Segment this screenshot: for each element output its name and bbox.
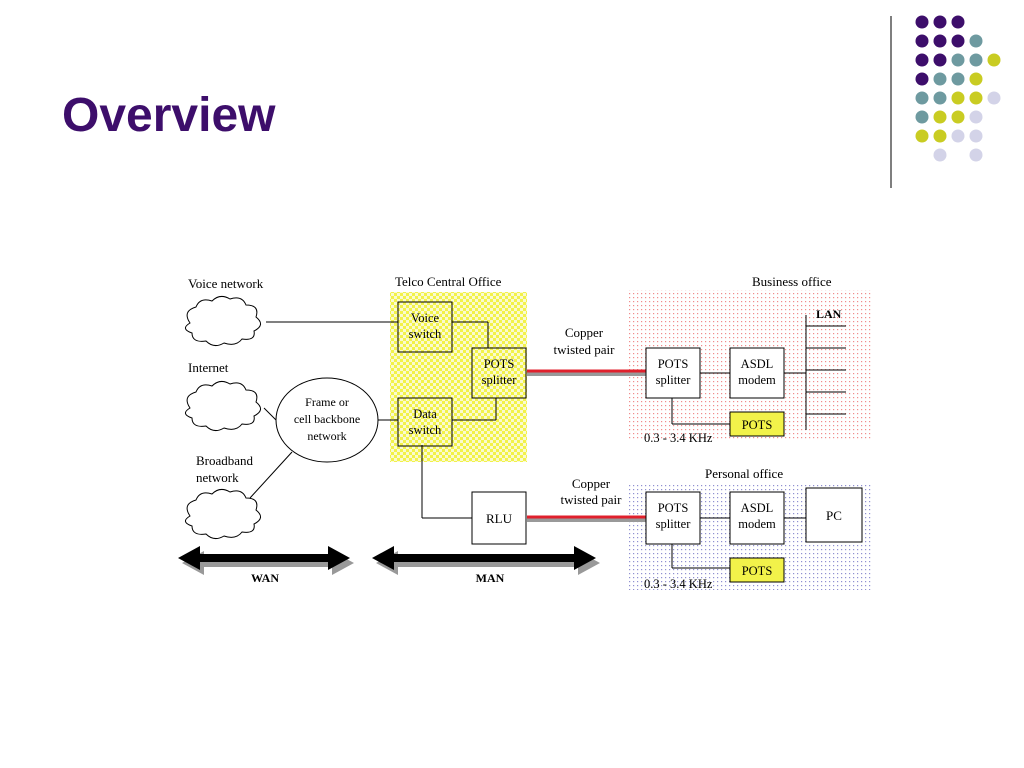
lan-label: LAN (816, 307, 842, 321)
man-label: MAN (476, 571, 505, 585)
voice-switch-label-line1: Voice (411, 311, 440, 325)
rlu-label: RLU (486, 511, 513, 526)
personal-pots-label: POTS (742, 564, 773, 578)
man-arrow (372, 546, 600, 575)
telco-office-region (390, 292, 527, 462)
broadband-label-line2: network (196, 470, 239, 485)
dot-grid (915, 15, 1001, 162)
broadband-network-cloud (185, 488, 261, 540)
business-connectors (671, 315, 846, 430)
business-pots-box (729, 411, 785, 437)
voice-switch-label-line2: switch (409, 327, 442, 341)
business-pots-splitter-box (645, 347, 701, 399)
personal-connectors (671, 517, 806, 569)
telco-pots-splitter-label-line1: POTS (484, 357, 515, 371)
telco-office-label: Telco Central Office (395, 274, 502, 289)
copper-label-top-line1: Copper (565, 325, 604, 340)
business-asdl-modem-label-line2: modem (738, 373, 776, 387)
personal-pots-box (729, 557, 785, 583)
telco-pots-splitter-label-line2: splitter (482, 373, 518, 387)
personal-office-label: Personal office (705, 466, 783, 481)
personal-pots-splitter-label-line2: splitter (656, 517, 692, 531)
business-band-label: 0.3 - 3.4 KHz (644, 431, 713, 445)
connector-lines (249, 321, 497, 519)
wan-label: WAN (251, 571, 279, 585)
broadband-label-line1: Broadband (196, 453, 254, 468)
business-pots-splitter-label-line1: POTS (658, 357, 689, 371)
personal-asdl-modem-label-line1: ASDL (741, 501, 774, 515)
internet-cloud (185, 380, 261, 432)
copper-label-top-line2: twisted pair (553, 342, 615, 357)
decorative-dot-grid (890, 15, 1001, 188)
copper-label-bottom-line1: Copper (572, 476, 611, 491)
business-asdl-modem-box (729, 347, 785, 399)
voice-network-cloud (185, 295, 261, 347)
business-pots-label: POTS (742, 418, 773, 432)
backbone-label-line2: cell backbone (294, 412, 360, 426)
voice-switch-box (397, 301, 453, 353)
voice-network-label: Voice network (188, 276, 264, 291)
data-switch-label-line2: switch (409, 423, 442, 437)
network-diagram: Telco Central Office Business office Per… (178, 274, 872, 591)
copper-label-bottom-line2: twisted pair (560, 492, 622, 507)
backbone-label-line1: Frame or (305, 395, 349, 409)
internet-label: Internet (188, 360, 229, 375)
personal-asdl-modem-box (729, 491, 785, 545)
rlu-box (471, 491, 527, 545)
wan-arrow (178, 546, 354, 575)
business-office-label: Business office (752, 274, 832, 289)
data-switch-box (397, 397, 453, 447)
personal-pots-splitter-label-line1: POTS (658, 501, 689, 515)
pc-label: PC (826, 508, 842, 523)
business-pots-splitter-label-line2: splitter (656, 373, 692, 387)
business-asdl-modem-label-line1: ASDL (741, 357, 774, 371)
pc-box (805, 487, 863, 543)
data-switch-label-line1: Data (413, 407, 437, 421)
personal-asdl-modem-label-line2: modem (738, 517, 776, 531)
slide-title: Overview (62, 89, 276, 142)
personal-pots-splitter-box (645, 491, 701, 545)
backbone-label-line3: network (307, 429, 346, 443)
personal-band-label: 0.3 - 3.4 KHz (644, 577, 713, 591)
telco-pots-splitter-box (471, 347, 527, 399)
